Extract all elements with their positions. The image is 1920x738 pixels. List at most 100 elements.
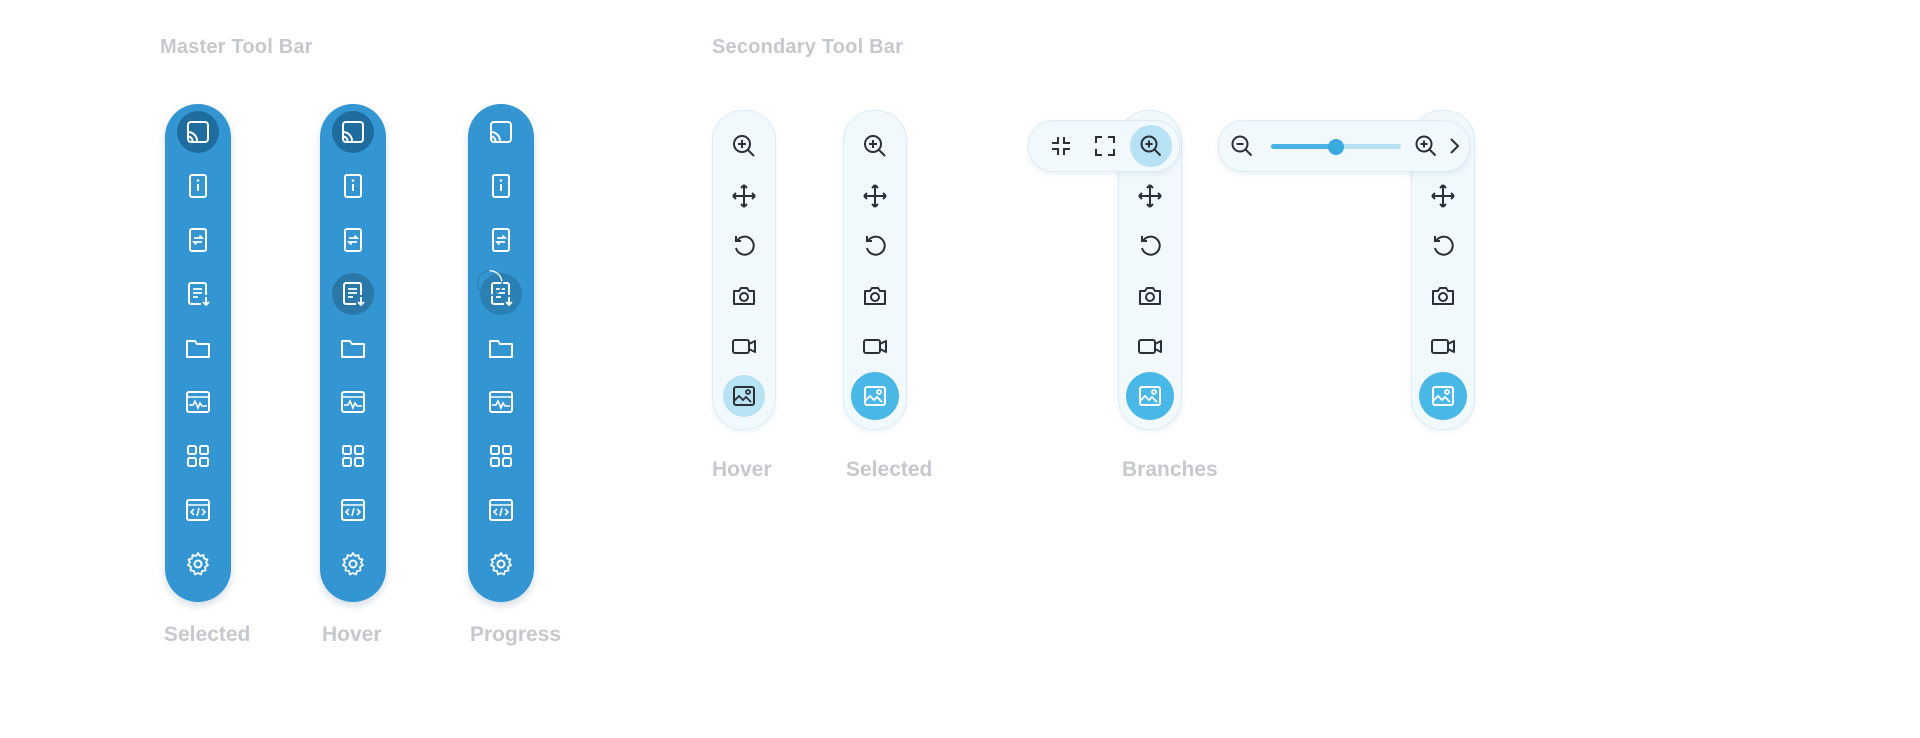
settings-button[interactable] bbox=[177, 543, 219, 585]
video-button[interactable] bbox=[1129, 325, 1171, 367]
video-button[interactable] bbox=[723, 325, 765, 367]
zoom-out-icon bbox=[1231, 135, 1253, 157]
activity-button[interactable] bbox=[177, 381, 219, 423]
collapse-icon bbox=[1052, 137, 1070, 155]
collapse-button[interactable] bbox=[1040, 125, 1082, 167]
zoom-slider-handle[interactable] bbox=[1328, 139, 1344, 155]
zoom-in-button[interactable] bbox=[854, 125, 896, 167]
grid-button[interactable] bbox=[177, 435, 219, 477]
camera-button[interactable] bbox=[1129, 275, 1171, 317]
video-button[interactable] bbox=[854, 325, 896, 367]
grid-button[interactable] bbox=[332, 435, 374, 477]
gear-icon bbox=[342, 552, 364, 576]
folder-button[interactable] bbox=[480, 327, 522, 369]
rotate-icon bbox=[1141, 235, 1161, 256]
image-compare-icon bbox=[1139, 386, 1161, 406]
report-download-button[interactable] bbox=[476, 269, 522, 315]
master-toolbar-hover bbox=[320, 104, 386, 602]
move-button[interactable] bbox=[854, 175, 896, 217]
report-download-icon bbox=[343, 282, 365, 307]
grid-icon bbox=[490, 445, 512, 467]
rotate-button[interactable] bbox=[1422, 225, 1464, 267]
zoom-slider[interactable] bbox=[1271, 139, 1401, 155]
info-button[interactable] bbox=[480, 165, 522, 207]
rotate-button[interactable] bbox=[723, 225, 765, 267]
rotate-icon bbox=[735, 235, 755, 256]
image-compare-button[interactable] bbox=[723, 375, 765, 417]
video-icon bbox=[1431, 339, 1455, 354]
caption-progress: Progress bbox=[470, 623, 562, 646]
view-options-branch bbox=[1028, 120, 1180, 172]
code-button[interactable] bbox=[480, 489, 522, 531]
camera-icon bbox=[1139, 287, 1161, 305]
video-icon bbox=[1138, 339, 1162, 354]
fullscreen-button[interactable] bbox=[1084, 125, 1126, 167]
move-button[interactable] bbox=[1422, 175, 1464, 217]
report-download-button[interactable] bbox=[177, 273, 219, 315]
image-compare-icon bbox=[864, 386, 886, 406]
monitor-activity-icon bbox=[186, 391, 210, 413]
caption-sec-selected: Selected bbox=[846, 458, 933, 481]
cast-button[interactable] bbox=[177, 111, 219, 153]
report-download-button[interactable] bbox=[332, 273, 374, 315]
expand-button[interactable] bbox=[1433, 125, 1475, 167]
info-button[interactable] bbox=[332, 165, 374, 207]
settings-button[interactable] bbox=[480, 543, 522, 585]
info-button[interactable] bbox=[177, 165, 219, 207]
swap-document-icon bbox=[492, 228, 510, 252]
image-compare-button[interactable] bbox=[1126, 372, 1174, 420]
monitor-activity-icon bbox=[489, 391, 513, 413]
move-button[interactable] bbox=[723, 175, 765, 217]
progress-ring bbox=[476, 269, 504, 297]
zoom-slider-branch bbox=[1218, 120, 1470, 172]
zoom-in-button[interactable] bbox=[1130, 125, 1172, 167]
video-icon bbox=[863, 339, 887, 354]
camera-button[interactable] bbox=[723, 275, 765, 317]
zoom-in-button[interactable] bbox=[1405, 125, 1447, 167]
folder-icon bbox=[186, 340, 210, 358]
cast-button[interactable] bbox=[480, 111, 522, 153]
cast-button[interactable] bbox=[332, 111, 374, 153]
swap-document-button[interactable] bbox=[480, 219, 522, 261]
zoom-out-button[interactable] bbox=[1221, 125, 1263, 167]
rotate-button[interactable] bbox=[1129, 225, 1171, 267]
swap-document-button[interactable] bbox=[177, 219, 219, 261]
rotate-button[interactable] bbox=[854, 225, 896, 267]
folder-button[interactable] bbox=[332, 327, 374, 369]
code-button[interactable] bbox=[177, 489, 219, 531]
swap-document-button[interactable] bbox=[332, 219, 374, 261]
monitor-activity-icon bbox=[341, 391, 365, 413]
settings-button[interactable] bbox=[332, 543, 374, 585]
zoom-in-button[interactable] bbox=[723, 125, 765, 167]
image-compare-button[interactable] bbox=[851, 372, 899, 420]
folder-button[interactable] bbox=[177, 327, 219, 369]
activity-button[interactable] bbox=[332, 381, 374, 423]
cast-icon bbox=[342, 121, 364, 143]
zoom-in-icon bbox=[1415, 135, 1437, 157]
image-compare-icon bbox=[1432, 386, 1454, 406]
gear-icon bbox=[490, 552, 512, 576]
camera-button[interactable] bbox=[1422, 275, 1464, 317]
code-window-icon bbox=[489, 499, 513, 521]
camera-icon bbox=[864, 287, 886, 305]
zoom-in-icon bbox=[1140, 135, 1162, 157]
move-icon bbox=[1138, 184, 1162, 208]
grid-button[interactable] bbox=[480, 435, 522, 477]
zoom-slider-fill bbox=[1271, 144, 1336, 149]
move-icon bbox=[732, 184, 756, 208]
code-button[interactable] bbox=[332, 489, 374, 531]
chevron-right-icon bbox=[1450, 138, 1460, 154]
camera-button[interactable] bbox=[854, 275, 896, 317]
rotate-icon bbox=[1434, 235, 1454, 256]
move-icon bbox=[863, 184, 887, 208]
caption-sec-hover: Hover bbox=[712, 458, 772, 481]
activity-button[interactable] bbox=[480, 381, 522, 423]
image-compare-icon bbox=[733, 386, 755, 406]
video-button[interactable] bbox=[1422, 325, 1464, 367]
move-button[interactable] bbox=[1129, 175, 1171, 217]
gear-icon bbox=[187, 552, 209, 576]
move-icon bbox=[1431, 184, 1455, 208]
image-compare-button[interactable] bbox=[1419, 372, 1467, 420]
zoom-in-icon bbox=[864, 135, 886, 157]
swap-document-icon bbox=[344, 228, 362, 252]
